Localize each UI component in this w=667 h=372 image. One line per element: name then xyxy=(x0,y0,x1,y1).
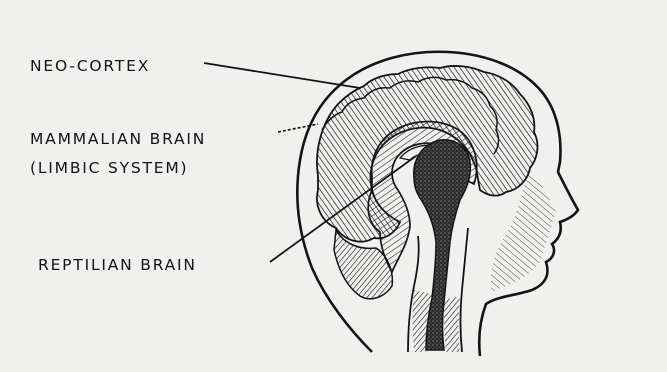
neo-cortex-leader-line xyxy=(204,63,360,88)
neo-cortex-label: NEO-CORTEX xyxy=(30,57,150,75)
mammalian-brain-label: MAMMALIAN BRAIN xyxy=(30,130,206,148)
limbic-system-label: (LIMBIC SYSTEM) xyxy=(30,159,188,177)
mammalian-leader-line xyxy=(278,124,318,132)
reptilian-brain-label: REPTILIAN BRAIN xyxy=(38,256,197,274)
